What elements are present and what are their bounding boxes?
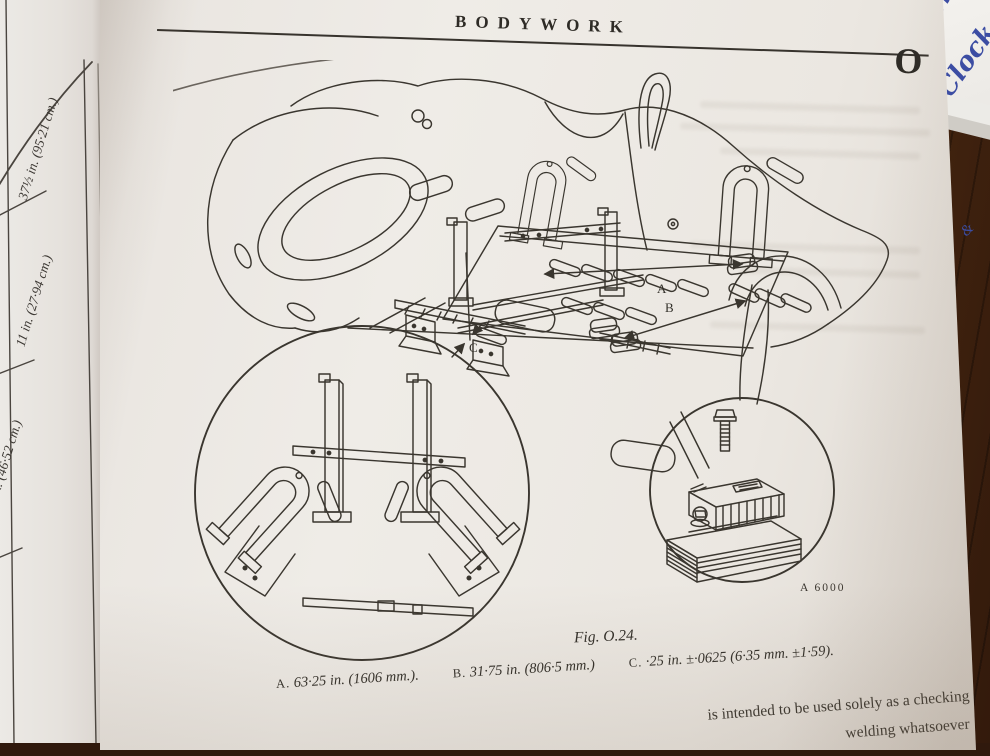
fixture-arm-right <box>428 525 500 597</box>
figure-drawing: A B C A 6000 <box>173 60 890 661</box>
figure-caption: Fig. O.24. <box>573 626 639 647</box>
detail-leader-left <box>369 297 446 334</box>
manual-page: BODYWORK O <box>100 0 976 750</box>
deck-circle <box>667 218 679 230</box>
table-divider-3 <box>0 547 23 558</box>
page-header: BODYWORK O <box>157 2 930 81</box>
dimension-arrow-a <box>543 259 744 279</box>
detail-leader-right <box>739 284 770 405</box>
checking-fixture <box>394 146 808 377</box>
lower-packing-block <box>666 515 802 583</box>
windscreen-pillar <box>638 72 671 151</box>
gauge-post-2 <box>604 211 618 291</box>
dimension-c-leader <box>451 252 484 358</box>
table-divider-2 <box>0 359 35 374</box>
callout-c: C <box>469 340 478 355</box>
grille-opening <box>257 157 429 281</box>
legend-key-a: A. <box>275 676 291 691</box>
car-body-outline <box>207 72 890 349</box>
callout-b: B <box>665 300 674 315</box>
page-crease-arc <box>173 60 346 94</box>
callout-a: A <box>657 281 667 296</box>
table-rule-right <box>83 59 97 743</box>
page-title: BODYWORK <box>454 11 633 37</box>
hoop-clamp-2 <box>708 151 808 271</box>
table-rule-left <box>5 0 15 743</box>
rubber-pad-mid-2 <box>587 316 621 340</box>
footwell-hole-2 <box>610 439 676 473</box>
hoop-clamp-left-detail <box>205 441 356 594</box>
figure-frame-arc <box>0 61 93 186</box>
setting-bolt <box>713 409 737 452</box>
drawing-number: A 6000 <box>800 582 846 594</box>
table-divider-1 <box>0 190 47 216</box>
panel-edge-lines <box>669 411 710 479</box>
upper-gauge-block <box>688 478 785 531</box>
fixture-arm-left <box>224 525 296 597</box>
table-cell-dimension-2: 11 in. (27·94 cm.) <box>13 253 55 349</box>
table-cell-dimension-3: ⅞ in. (46·52 cm.) <box>0 418 25 511</box>
legend-key-c: C. <box>628 655 643 671</box>
footwell-hole <box>494 299 556 333</box>
detail-circle-front-fixture <box>194 325 530 661</box>
detail-circle-packing-block <box>649 397 835 583</box>
floor-pan <box>442 225 814 473</box>
dimension-arrow-b <box>623 298 747 341</box>
bonnet-hinge <box>411 109 425 123</box>
legend-key-b: B. <box>452 665 467 681</box>
